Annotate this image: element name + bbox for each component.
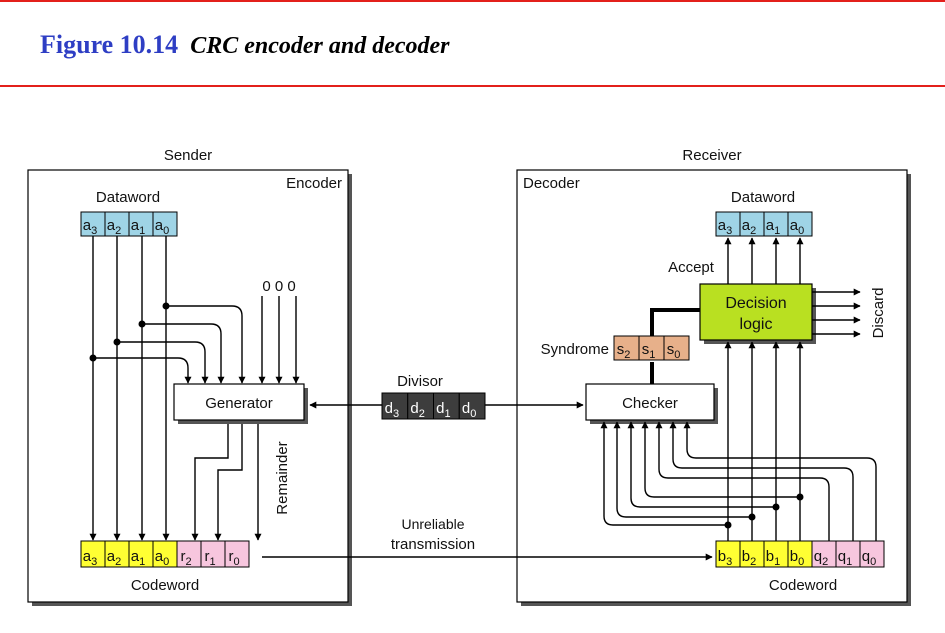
figure-caption: CRC encoder and decoder [190, 33, 450, 59]
receiver-codeword-bit: b3 [718, 548, 732, 568]
divisor-cell [381, 392, 409, 420]
divisor-label: Divisor [397, 373, 443, 390]
syndrome-label: Syndrome [541, 341, 609, 358]
syndrome-cell [613, 335, 640, 361]
syndrome-to-decision-bus [650, 308, 700, 336]
receiver-codeword-cell [859, 540, 885, 568]
receiver-dataword-bit: a2 [742, 217, 756, 237]
receiver-dataword-bit: a0 [790, 217, 804, 237]
sender-codeword-cell [128, 540, 154, 568]
discard-arrows [812, 288, 861, 338]
figure-title: Figure 10.14 CRC encoder and decoder [40, 30, 450, 60]
divisor-cell [458, 392, 486, 420]
receiver-codeword-cell [835, 540, 861, 568]
receiver-codeword-bit: b2 [742, 548, 756, 568]
divisor: d3 d2 d1 d0 [381, 392, 486, 420]
sender-codeword-cell [176, 540, 202, 568]
sender-codeword-bit: r2 [180, 548, 191, 568]
receiver-codeword-bit: q1 [838, 548, 852, 568]
accept-arrows [724, 237, 804, 284]
sender-dataword-bit: a2 [107, 217, 121, 237]
receiver-codeword: b3 b2 b1 b0 q2 q1 q0 [715, 540, 885, 568]
transmission-label-line1: Unreliable [401, 516, 464, 532]
receiver-codeword-bit: b1 [766, 548, 780, 568]
divisor-bit: d1 [436, 400, 450, 420]
receiver-dataword-label: Dataword [731, 189, 795, 206]
syndrome-cell [638, 335, 665, 361]
sender-dataword-label: Dataword [96, 189, 160, 206]
syndrome-bit: s0 [667, 341, 681, 361]
sender-codeword-cell [224, 540, 250, 568]
remainder-label: Remainder [274, 441, 291, 514]
discard-label: Discard [870, 288, 887, 339]
receiver-junctions [724, 493, 804, 529]
sender-codeword-cell [152, 540, 178, 568]
syndrome-bit: s2 [617, 341, 631, 361]
decision-logic-box [699, 283, 813, 341]
syndrome: s2 s1 s0 [613, 335, 690, 361]
receiver-codeword-bit: q0 [862, 548, 876, 568]
accept-label: Accept [668, 259, 715, 276]
sender-codeword: a3 a2 a1 a0 r2 r1 r0 [80, 540, 250, 568]
divisor-bit: d2 [410, 400, 424, 420]
sender-codeword-bit: r0 [228, 548, 239, 568]
receiver-codeword-cell [715, 540, 741, 568]
receiver-dataword-cell [739, 211, 765, 237]
figure-number: Figure 10.14 [40, 30, 179, 59]
decision-label-line2: logic [740, 316, 773, 333]
receiver-codeword-bit: q2 [814, 548, 828, 568]
decision-label-line1: Decision [725, 295, 786, 312]
receiver-dataword-bit: a1 [766, 217, 780, 237]
sender-dataword-cell [152, 211, 178, 237]
syndrome-cell [663, 335, 690, 361]
receiver-dataword-cell [787, 211, 813, 237]
top-rule [0, 0, 945, 2]
receiver-label: Receiver [682, 147, 741, 164]
generator-label: Generator [205, 395, 273, 412]
receiver-dataword-bit: a3 [718, 217, 732, 237]
decoder-label: Decoder [523, 175, 580, 192]
sender-codeword-bit: r1 [204, 548, 215, 568]
receiver-wires [600, 341, 877, 541]
syndrome-bit: s1 [642, 341, 656, 361]
sender-codeword-cell [80, 540, 106, 568]
sender-wires [89, 236, 300, 541]
sender-dataword: a3 a2 a1 a0 [80, 211, 178, 237]
figure-header: Figure 10.14 CRC encoder and decoder [0, 0, 945, 90]
header-rule [0, 85, 945, 87]
sender-codeword-bit: a0 [155, 548, 169, 568]
sender-dataword-bit: a1 [131, 217, 145, 237]
receiver-dataword: a3 a2 a1 a0 [715, 211, 813, 237]
sender-dataword-bit: a3 [83, 217, 97, 237]
encoder-label: Encoder [286, 175, 342, 192]
receiver-dataword-cell [715, 211, 741, 237]
sender-codeword-bit: a2 [107, 548, 121, 568]
receiver-codeword-label: Codeword [769, 577, 837, 594]
receiver-codeword-cell [763, 540, 789, 568]
sender-codeword-label: Codeword [131, 577, 199, 594]
sender-dataword-bit: a0 [155, 217, 169, 237]
divisor-cell [407, 392, 434, 420]
checker-box [585, 383, 715, 421]
receiver-codeword-bit: b0 [790, 548, 804, 568]
sender-codeword-cell [200, 540, 226, 568]
generator-box [173, 383, 305, 421]
divisor-cell [433, 392, 460, 420]
checker-label: Checker [622, 395, 678, 412]
divisor-bit: d3 [385, 400, 399, 420]
sender-codeword-bit: a1 [131, 548, 145, 568]
sender-codeword-bit: a3 [83, 548, 97, 568]
divisor-bit: d0 [462, 400, 476, 420]
sender-label: Sender [164, 147, 212, 164]
zero-bits: 0 0 0 [262, 278, 295, 295]
transmission-label-line2: transmission [391, 536, 475, 553]
sender-junctions [89, 302, 170, 362]
